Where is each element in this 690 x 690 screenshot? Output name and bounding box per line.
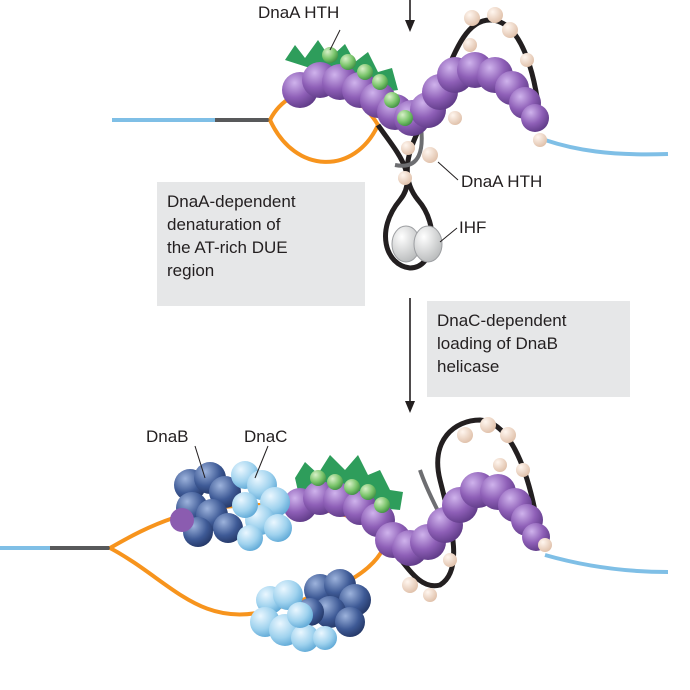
ihf-label: IHF bbox=[459, 218, 487, 237]
caption-line: loading of DnaB bbox=[437, 334, 558, 353]
caption-line: helicase bbox=[437, 357, 500, 376]
caption-line: DnaC-dependent bbox=[437, 311, 567, 330]
dnab-label: DnaB bbox=[146, 427, 189, 446]
ihf-protein bbox=[391, 225, 443, 263]
bottom-beige-domains bbox=[402, 417, 552, 602]
bottom-dsdna bbox=[0, 546, 669, 574]
top-leader-lines bbox=[329, 29, 459, 243]
dnaa-hth-label-top: DnaA HTH bbox=[258, 3, 340, 22]
top-hth-balls bbox=[322, 47, 413, 126]
top-arrow bbox=[405, 0, 415, 32]
top-dsdna bbox=[112, 118, 669, 157]
caption-line: region bbox=[167, 261, 215, 280]
top-beige-domains bbox=[398, 7, 547, 185]
bottom-hth-balls bbox=[310, 470, 390, 513]
caption-line: the AT-rich DUE bbox=[167, 238, 288, 257]
bottom-leader-lines bbox=[194, 445, 269, 479]
dnab-dnac-complex-upper bbox=[170, 461, 292, 551]
loading-caption-box: DnaC-dependent loading of DnaB helicase bbox=[427, 301, 630, 397]
middle-arrow bbox=[405, 298, 415, 413]
dnab-dnac-complex-lower bbox=[250, 569, 371, 652]
bottom-dnaa-filament bbox=[283, 472, 550, 566]
caption-line: DnaA-dependent bbox=[167, 192, 296, 211]
dnac-label: DnaC bbox=[244, 427, 288, 446]
top-dnaa-filament bbox=[282, 52, 549, 136]
caption-line: denaturation of bbox=[167, 215, 281, 234]
dnaa-hth-label-side: DnaA HTH bbox=[461, 172, 543, 191]
denaturation-caption-box: DnaA-dependent denaturation of the AT-ri… bbox=[157, 182, 365, 306]
